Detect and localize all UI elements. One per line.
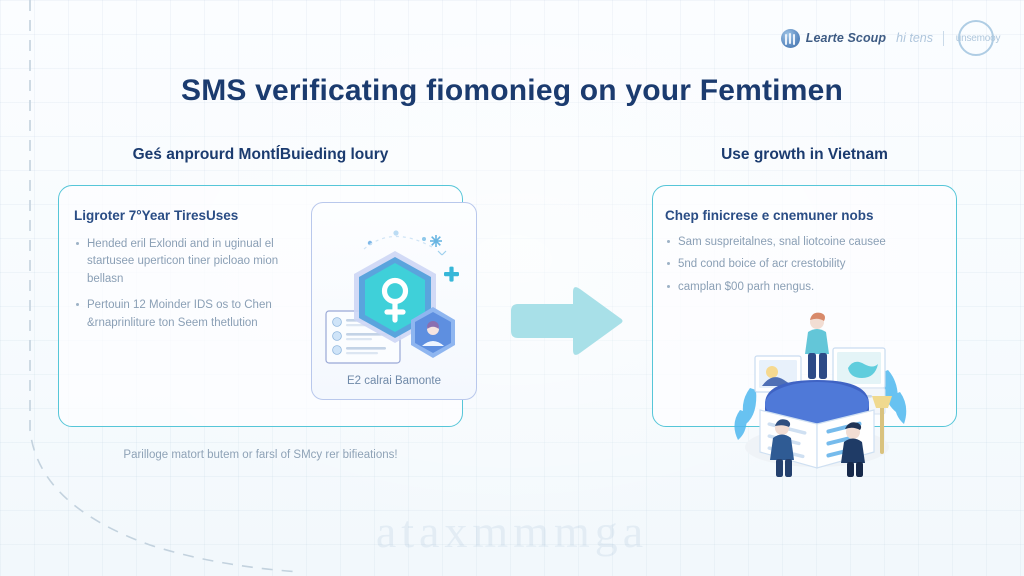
page-title: SMS verificating fiomonieg on your Femti… [180,74,843,107]
right-panel-content: Chep finicrese e cnemuner nobs Sam suspr… [665,208,947,301]
brand-subtitle: hi tens [896,31,933,45]
left-bullet-list: Hended eril Exlondi and in uginual el st… [74,236,302,332]
isometric-people-platform-illustration [734,312,907,477]
brand-name: Learte Scoup [805,31,887,45]
circle-ring-icon: unsemooy [954,16,1001,60]
left-panel-content: Ligroter 7°Year TiresUses Hended eril Ex… [74,208,302,341]
list-item: Sam suspreitalnes, snal liotcoine causee [665,234,947,251]
list-item: 5nd cond boice of acr crestobility [665,256,947,273]
illustration-graphic [325,230,459,364]
brand-bar: Learte Scoup hi tens unsemooy [780,16,1001,60]
right-bullet-list: Sam suspreitalnes, snal liotcoine causee… [665,234,947,296]
circular-brand-mark-icon [780,28,800,48]
hexagon-security-shield-illustration: E2 calrai Bamonte [311,202,477,400]
brand-divider [943,30,944,46]
list-item: camplan $00 parh nengus. [665,279,947,296]
watermark-text: ataxmmmga [375,506,649,557]
footnote-text: Parilloge matort butem or farsl of SMcy … [123,449,398,461]
right-arrow-icon [511,287,623,355]
badge-label: unsemooy [955,32,1001,44]
brand-logo: Learte Scoup [780,28,887,48]
list-item: Hended eril Exlondi and in uginual el st… [74,236,302,288]
left-column-heading: Geś anprourd MontÍBuieding loury [132,146,389,163]
badge-ring [958,20,994,56]
illustration-caption: E2 calrai Bamonte [347,375,441,387]
right-column-heading: Use growth in Vietnam [721,146,888,163]
right-card-subtitle: Chep finicrese e cnemuner nobs [665,208,874,223]
list-item: Pertouin 12 Moinder IDS os to Chen &rnap… [74,297,302,332]
left-card-subtitle: Ligroter 7°Year TiresUses [74,208,239,223]
